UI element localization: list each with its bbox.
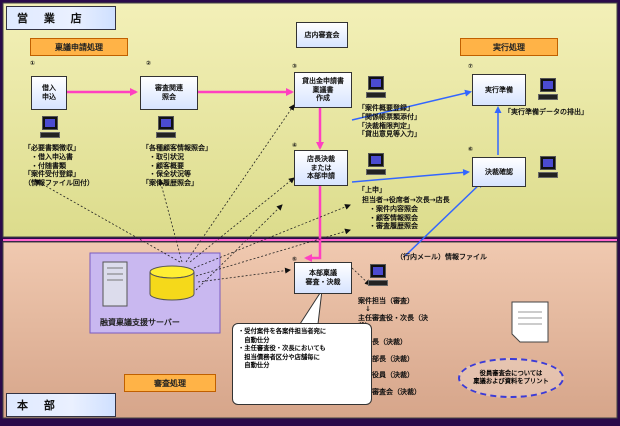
printer-doc-icon [511,301,549,343]
computer-icon-hq [368,264,388,288]
badge-docs: ③ [292,63,298,70]
docs-list: 「案件概要登録」 「関係帳票類添付」 「決裁権限判定」 「貸出意見等入力」 [358,104,421,139]
server-tower-icon [102,261,128,307]
arrow-mail-to-confirm [404,180,484,257]
mail-label: （行内メール）情報ファイル [396,253,487,261]
inquiry-list: 「各種顧客情報照会」 ・取引状況 ・顧客概要 ・保全状況等 「案件履歴照会」 [142,144,212,187]
section-branch: 営 業 店 [6,6,116,30]
computer-icon-apply [40,116,60,140]
computer-icon-inquiry [156,116,176,140]
box-exec-prep: 実行準備 [472,74,526,106]
server-label: 融資稟議支援サーバー [100,318,180,327]
print-note-oval: 役員審査会については 稟議および資料をプリント [458,358,564,398]
arrow-route-to-confirm [351,168,470,183]
computer-icon-confirm [538,156,558,180]
badge-apply: ① [30,60,36,67]
arrow-docs-to-prep [351,89,472,121]
apply-list: 「必要書類徴収」 ・借入申込書 ・付随書類 「案件受付登録」 （情報ファイル回付… [24,144,94,187]
route-title: 「上申」 [358,186,386,194]
computer-icon-route [366,153,386,177]
computer-icon-exec [538,78,558,102]
exec-list: 「実行準備データの排出」 [504,108,588,116]
box-inquiry: 審査関連 照会 [140,76,198,110]
badge-exec-prep: ⑦ [468,63,474,70]
computer-icon-docs [366,76,386,100]
badge-hq-review: ⑤ [292,256,298,263]
box-docs: 貸出金申請書 稟議書 作成 [294,72,352,108]
box-apply: 借入 申込 [31,76,67,110]
server-dotted-links [34,104,351,291]
badge-store-decision: ④ [292,142,298,149]
box-decision-confirm: 決裁確認 [472,157,526,187]
phase-application: 稟議申請処理 [30,38,128,56]
badge-inquiry: ② [146,60,152,67]
badge-decision-confirm: ⑥ [468,146,474,153]
route-list: 担当者→役席者→次長→店長 ・案件内容照会 ・顧客情報照会 ・審査履歴照会 [362,196,450,231]
database-icon-body [149,271,195,301]
phase-review: 審査処理 [124,374,216,392]
note-bubble: ・受付案件を各案件担当者宛に 自動仕分 ・主任審査役・次長においても 担当債務者… [232,323,372,405]
arrow-hq-to-route [351,267,371,286]
box-hq-review: 本部稟議 審査・決裁 [294,262,352,294]
box-store-decision: 店長決裁 または 本部申請 [294,150,348,186]
phase-execution: 実行処理 [460,38,558,56]
arrow-decision-to-hq [304,185,322,262]
box-store-review: 店内審査会 [296,22,348,48]
section-hq: 本 部 [6,393,116,417]
